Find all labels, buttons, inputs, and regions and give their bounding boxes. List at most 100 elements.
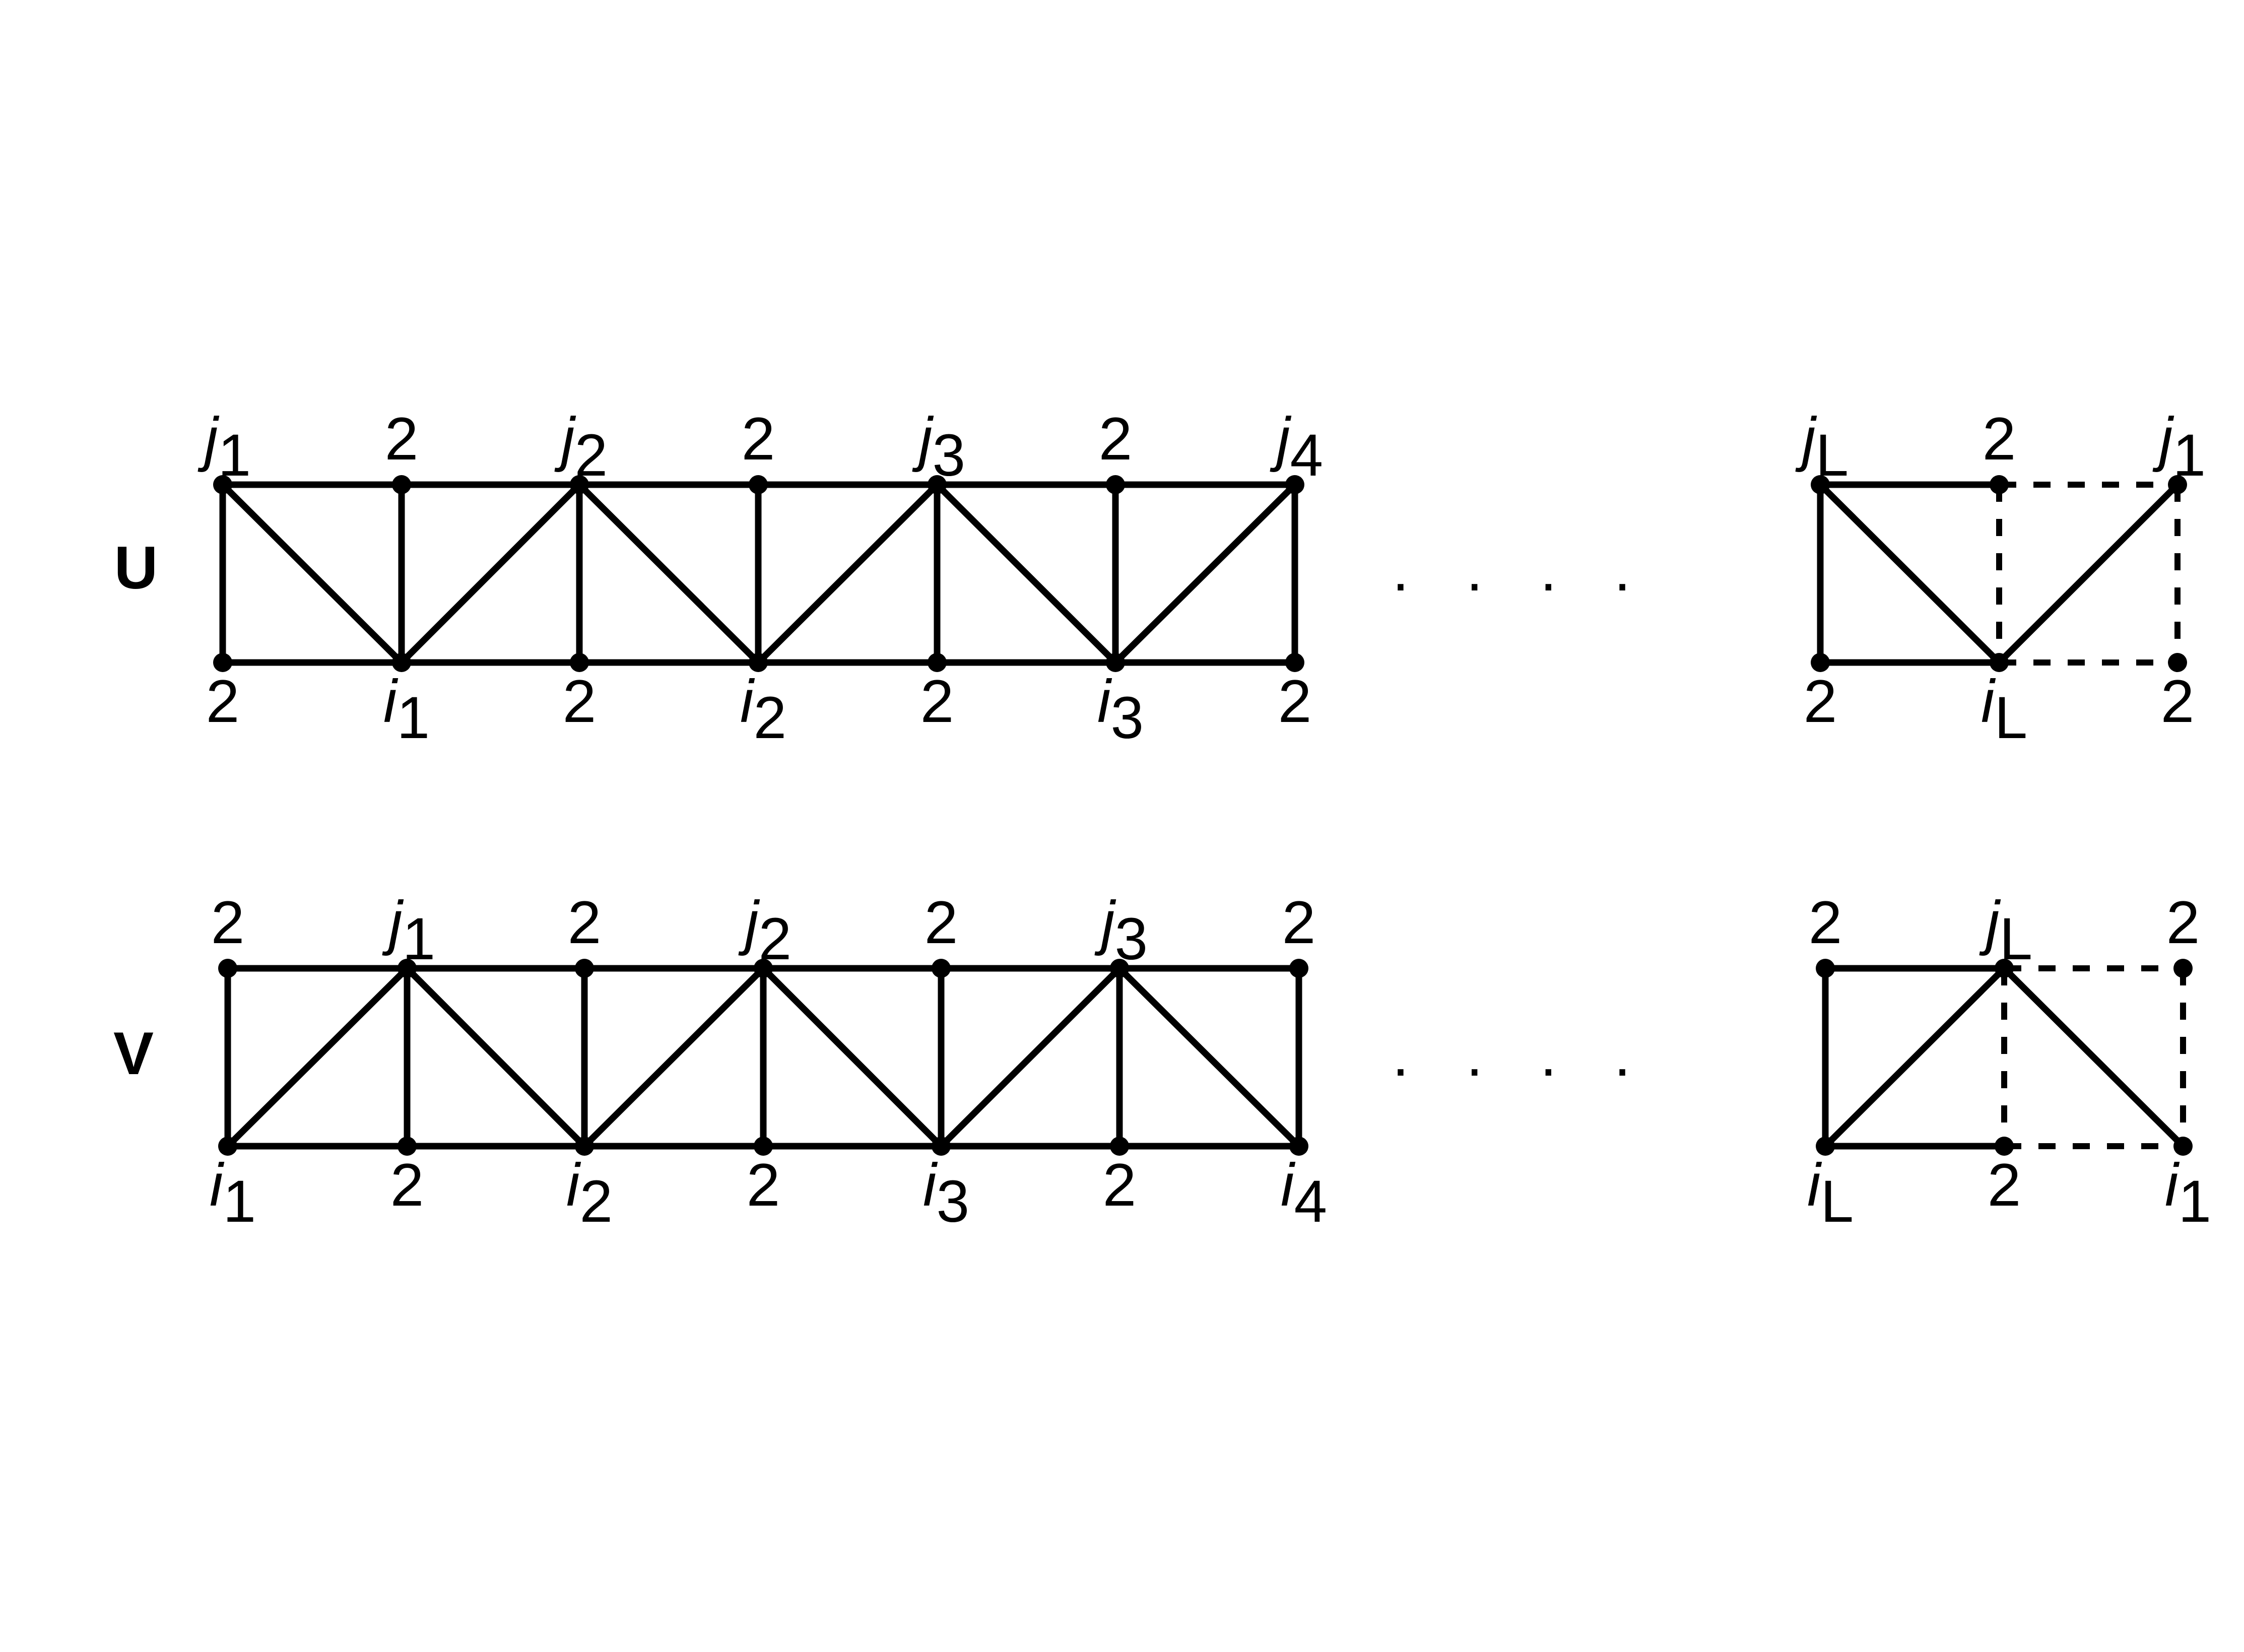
u-diagonal-3 xyxy=(576,481,762,666)
u-tail-top-label-3-subscript: 1 xyxy=(2173,422,2206,489)
v-top-label-4-variable: j xyxy=(738,889,760,956)
v-tail-top-vertex-3 xyxy=(2173,959,2193,978)
u-bottom-vertex-1 xyxy=(213,653,232,672)
u-top-label-5: j3 xyxy=(912,405,965,489)
v-diagonal-3 xyxy=(581,965,767,1150)
u-tail-top-label-1-subscript: L xyxy=(1816,422,1849,489)
v-top-label-1: 2 xyxy=(211,889,245,956)
u-tail-top-label-1-variable: j xyxy=(1795,405,1817,473)
u-top-vertex-6 xyxy=(1106,475,1125,494)
v-top-label-2-variable: j xyxy=(382,889,404,956)
v-bottom-label-1: i1 xyxy=(210,1151,256,1235)
u-top-label-6: 2 xyxy=(1099,405,1133,473)
u-bottom-vertex-4 xyxy=(749,653,768,672)
v-diagonal-2 xyxy=(404,965,588,1150)
v-top-label-6-subscript: 3 xyxy=(1115,906,1148,972)
v-tail-bottom-vertex-3 xyxy=(2173,1137,2193,1156)
v-diagonal-6 xyxy=(1116,965,1302,1150)
u-bottom-label-2: i1 xyxy=(383,668,430,751)
v-bottom-label-1-variable: i xyxy=(210,1151,225,1219)
v-bottom-vertex-5 xyxy=(932,1137,951,1156)
v-top-label-2: j1 xyxy=(382,889,435,972)
u-tail-diagonal-2 xyxy=(1996,481,2181,666)
u-bottom-label-2-subscript: 1 xyxy=(397,685,430,751)
v-top-label-6-variable: j xyxy=(1094,889,1116,956)
u-bottom-vertex-7 xyxy=(1285,653,1304,672)
u-top-label-5-variable: j xyxy=(912,405,934,473)
v-ellipsis: . . . . xyxy=(1392,1021,1651,1089)
v-tail-bottom-label-1-variable: i xyxy=(1807,1151,1822,1219)
u-bottom-label-4-variable: i xyxy=(740,668,755,735)
u-top-vertex-7 xyxy=(1285,475,1304,494)
u-top-label-3: j2 xyxy=(554,405,608,489)
v-tail-top-vertex-2 xyxy=(1995,959,2014,978)
v-diagonal-5 xyxy=(938,965,1123,1150)
u-top-vertex-4 xyxy=(749,475,768,494)
u-bottom-label-2-variable: i xyxy=(383,668,399,735)
row-u-title: U xyxy=(114,534,158,602)
v-tail-diagonal-1 xyxy=(1822,965,2008,1150)
u-tail-bottom-vertex-3 xyxy=(2168,653,2187,672)
v-bottom-label-3: i2 xyxy=(566,1151,613,1235)
v-tail-top-label-2: jL xyxy=(1979,889,2032,972)
v-bottom-label-7-subscript: 4 xyxy=(1294,1168,1328,1235)
u-bottom-label-6-variable: i xyxy=(1097,668,1112,735)
v-bottom-label-7: i4 xyxy=(1281,1151,1327,1235)
u-tail-top-label-2: 2 xyxy=(1983,405,2016,473)
u-bottom-vertex-6 xyxy=(1106,653,1125,672)
v-bottom-label-5-variable: i xyxy=(923,1151,938,1219)
v-tail-bottom-vertex-1 xyxy=(1816,1137,1835,1156)
u-tail-top-label-3-variable: j xyxy=(2152,405,2174,473)
u-tail-bottom-label-1: 2 xyxy=(1804,668,1837,735)
v-top-label-4-subscript: 2 xyxy=(759,906,792,972)
v-tail-top-label-1: 2 xyxy=(1809,889,1842,956)
u-top-label-7-variable: j xyxy=(1270,405,1292,473)
v-tail-top-label-3: 2 xyxy=(2166,889,2200,956)
u-tail-bottom-label-2-variable: i xyxy=(1981,668,1996,735)
v-top-label-7: 2 xyxy=(1282,889,1316,956)
u-tail-top-label-3: j1 xyxy=(2152,405,2206,489)
u-top-label-3-variable: j xyxy=(554,405,576,473)
u-top-vertex-1 xyxy=(213,475,232,494)
v-tail-top-label-2-subscript: L xyxy=(2000,906,2033,972)
v-top-label-3: 2 xyxy=(568,889,602,956)
u-top-label-7: j4 xyxy=(1270,405,1323,489)
v-tail-bottom-label-3: i1 xyxy=(2165,1151,2211,1235)
v-tail-bottom-label-2: 2 xyxy=(1988,1151,2021,1219)
v-bottom-vertex-2 xyxy=(398,1137,417,1156)
u-top-label-7-subscript: 4 xyxy=(1290,422,1324,489)
v-bottom-label-4: 2 xyxy=(747,1151,780,1219)
u-tail-bottom-label-2-subscript: L xyxy=(1995,685,2028,751)
v-top-vertex-3 xyxy=(575,959,594,978)
u-tail-top-label-1: jL xyxy=(1795,405,1849,489)
v-bottom-vertex-1 xyxy=(218,1137,237,1156)
u-diagonal-1 xyxy=(219,481,405,666)
u-top-label-2: 2 xyxy=(385,405,419,473)
u-bottom-vertex-5 xyxy=(928,653,947,672)
u-top-label-1: j1 xyxy=(197,405,251,489)
v-tail-top-label-2-variable: j xyxy=(1979,889,2001,956)
u-tail-top-vertex-3 xyxy=(2168,475,2187,494)
v-top-label-6: j3 xyxy=(1094,889,1148,972)
u-bottom-label-6: i3 xyxy=(1097,668,1144,751)
u-top-label-5-subscript: 3 xyxy=(933,422,966,489)
v-top-vertex-7 xyxy=(1289,959,1308,978)
v-bottom-vertex-7 xyxy=(1289,1137,1308,1156)
v-bottom-label-3-subscript: 2 xyxy=(580,1168,613,1235)
v-top-label-5: 2 xyxy=(925,889,958,956)
u-tail-bottom-label-3: 2 xyxy=(2161,668,2195,735)
u-bottom-label-6-subscript: 3 xyxy=(1111,685,1144,751)
u-tail-diagonal-1 xyxy=(1817,481,2003,666)
v-top-vertex-5 xyxy=(932,959,951,978)
v-bottom-label-6: 2 xyxy=(1103,1151,1137,1219)
u-top-vertex-3 xyxy=(570,475,589,494)
u-top-label-1-variable: j xyxy=(197,405,220,473)
v-diagonal-4 xyxy=(760,965,945,1150)
u-bottom-label-4-subscript: 2 xyxy=(754,685,787,751)
u-bottom-label-4: i2 xyxy=(740,668,786,751)
v-top-label-2-subscript: 1 xyxy=(403,906,436,972)
u-bottom-label-7: 2 xyxy=(1278,668,1312,735)
v-top-vertex-6 xyxy=(1110,959,1129,978)
u-tail-top-vertex-1 xyxy=(1811,475,1830,494)
